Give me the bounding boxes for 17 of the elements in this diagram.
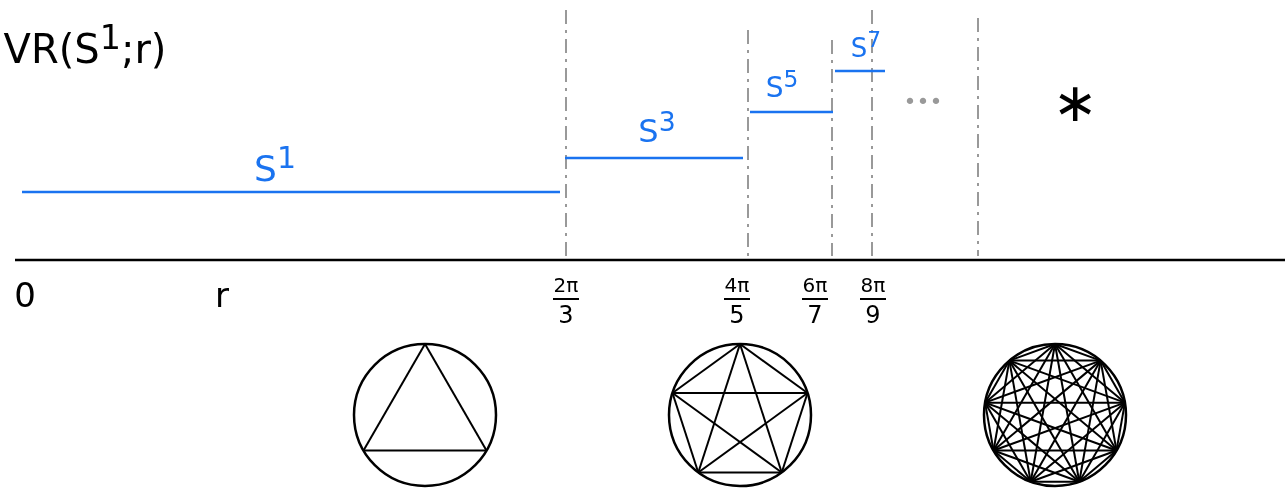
tick-numerator: 2π (553, 275, 579, 295)
ellipsis: ••• (903, 91, 943, 113)
function-title: VR(S$^{1}$;r) (3, 20, 167, 70)
sphere-label: S$^{3}$ (638, 108, 676, 148)
tick-denominator: 7 (807, 303, 823, 327)
tick-denominator: 3 (558, 303, 574, 327)
tick-label: 0 (14, 278, 36, 312)
point-symbol: ∗ (1052, 76, 1098, 130)
sphere-label: S$^{1}$ (254, 143, 296, 187)
tick-denominator: 5 (729, 303, 745, 327)
tick-numerator: 4π (724, 275, 750, 295)
tick-numerator: 8π (860, 275, 886, 295)
sphere-label: S$^{7}$ (850, 29, 882, 61)
tick-denominator: 9 (865, 303, 881, 327)
sphere-label: S$^{5}$ (765, 67, 799, 103)
tick-numerator: 6π (802, 275, 828, 295)
axis-label: r (215, 278, 229, 312)
